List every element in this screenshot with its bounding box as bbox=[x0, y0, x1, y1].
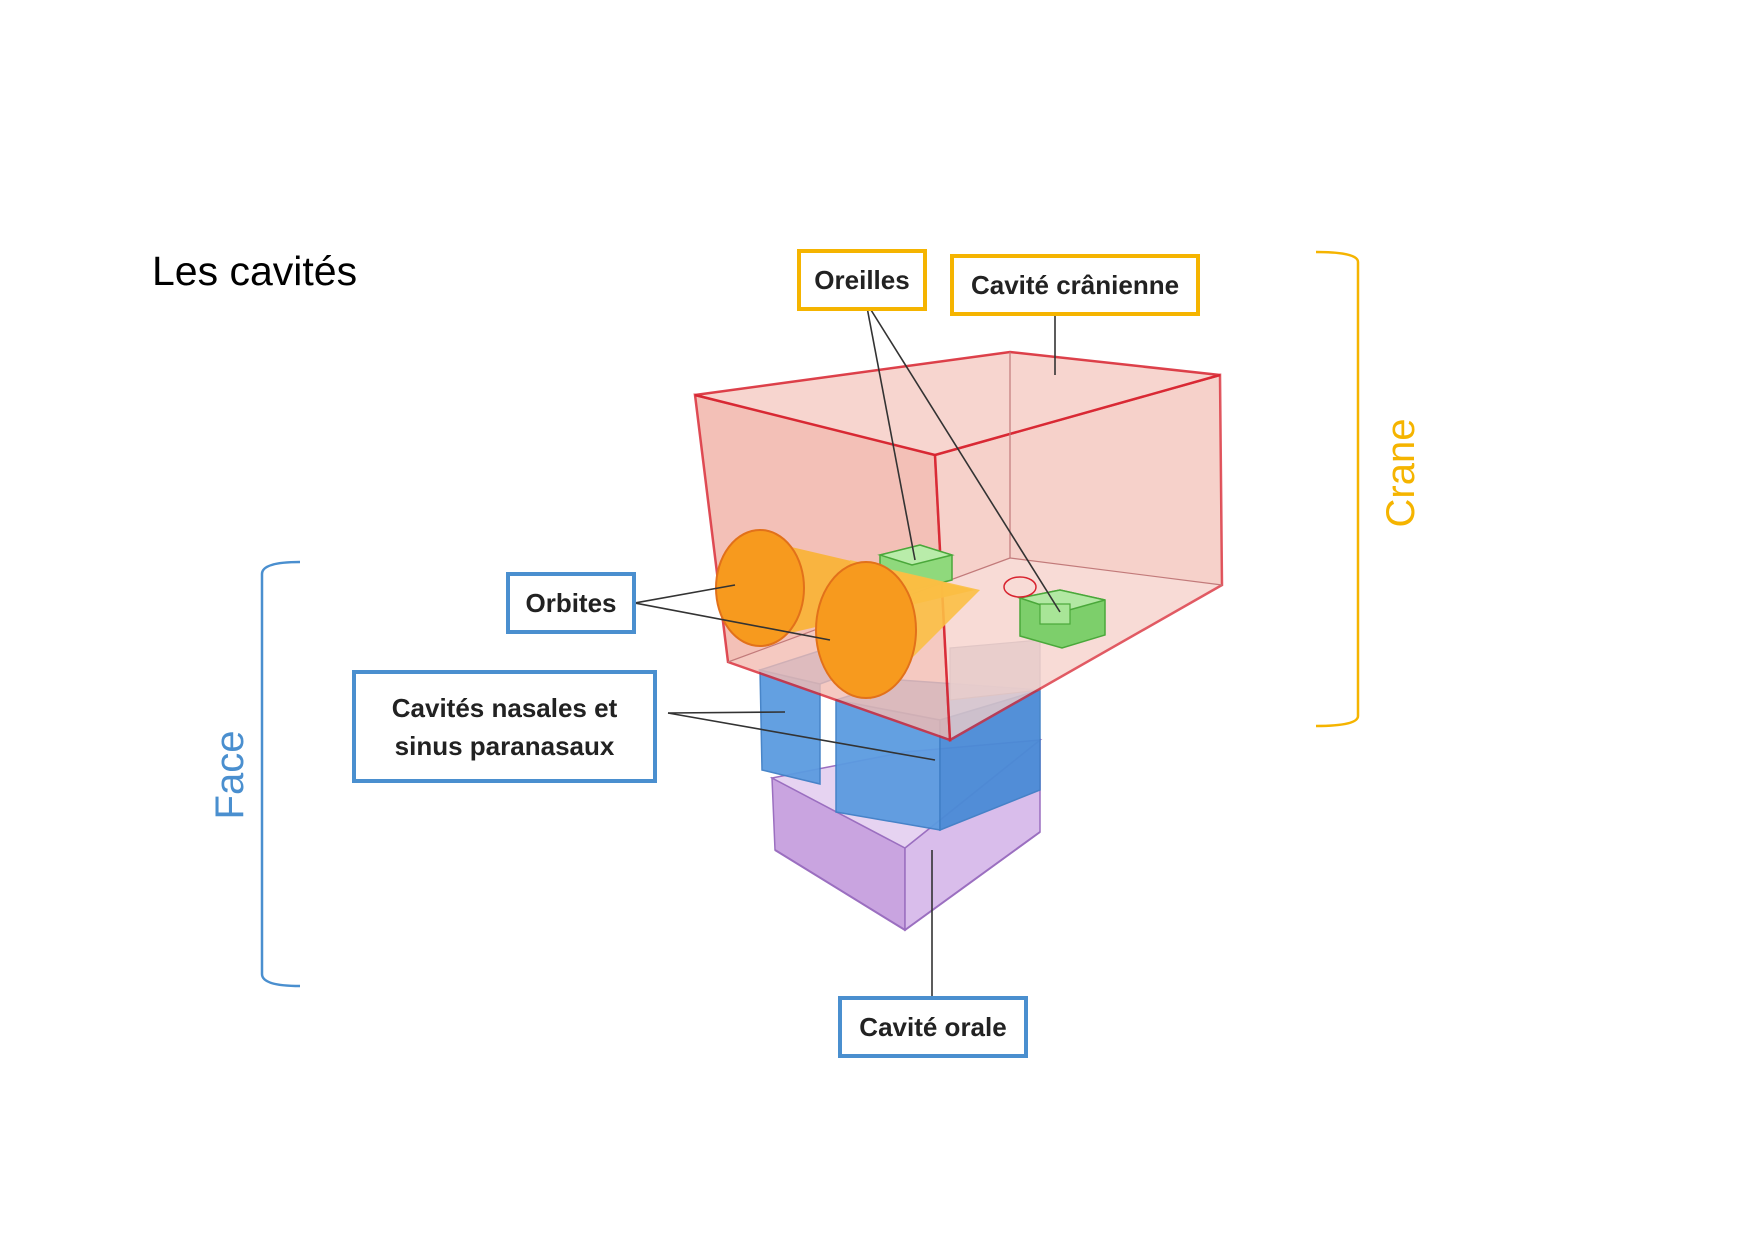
label-cavite-orale-text: Cavité orale bbox=[859, 1011, 1007, 1042]
label-cavite-cranienne: Cavité crânienne bbox=[950, 254, 1200, 316]
orbits bbox=[715, 529, 980, 700]
region-label-face: Face bbox=[208, 730, 252, 820]
label-cavites-nasales: Cavités nasales et sinus paranasaux bbox=[352, 670, 657, 783]
region-label-crane: Crane bbox=[1379, 418, 1423, 528]
label-cavite-cranienne-text: Cavité crânienne bbox=[970, 269, 1180, 300]
label-orbites-text: Orbites bbox=[525, 587, 617, 618]
crane-bracket bbox=[1315, 250, 1360, 728]
ear-right bbox=[1017, 589, 1106, 649]
face-bracket bbox=[260, 560, 301, 988]
label-cavite-orale: Cavité orale bbox=[838, 996, 1028, 1058]
orbit-right bbox=[815, 560, 980, 700]
label-oreilles-text: Oreilles bbox=[814, 264, 910, 295]
label-orbites: Orbites bbox=[506, 572, 636, 634]
leader-lines bbox=[634, 301, 1061, 1000]
page-title: Les cavités bbox=[152, 248, 358, 294]
label-oreilles: Oreilles bbox=[797, 249, 927, 311]
label-cavites-nasales-line1: Cavités nasales et bbox=[391, 692, 618, 723]
ears bbox=[877, 544, 1106, 649]
label-cavites-nasales-line2: sinus paranasaux bbox=[394, 730, 615, 761]
